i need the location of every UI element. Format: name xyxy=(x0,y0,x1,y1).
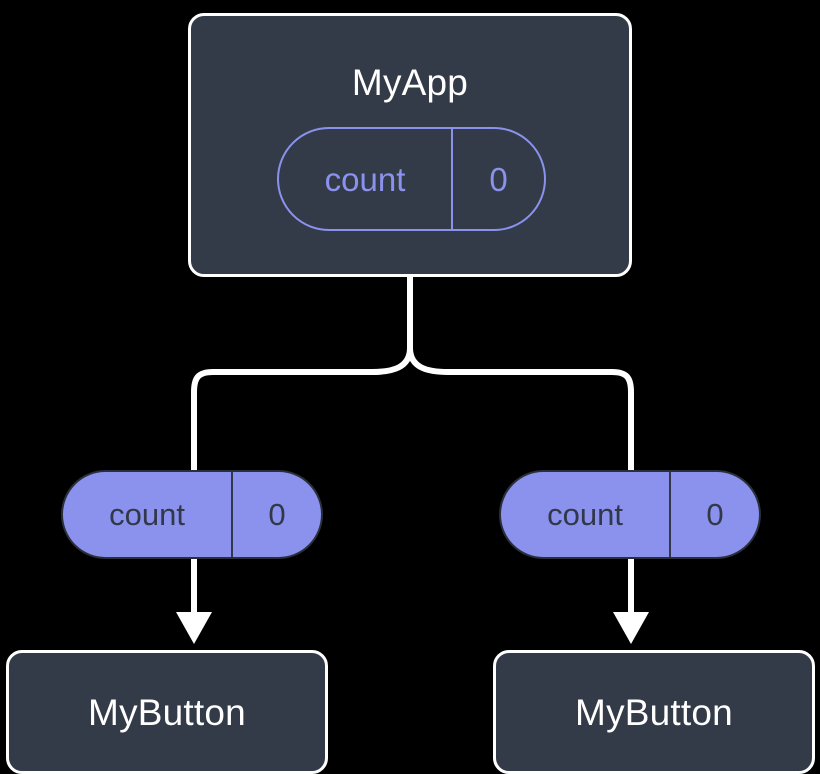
state-pill-value: 0 xyxy=(231,472,321,557)
state-pill-key: count xyxy=(547,497,623,532)
state-pill-key: count xyxy=(324,160,406,198)
component-node-mybutton-left[interactable]: MyButton xyxy=(6,650,328,774)
state-pill-value: 0 xyxy=(451,129,544,229)
state-pill-branch-left[interactable]: count 0 xyxy=(61,470,323,559)
component-label-myapp: MyApp xyxy=(351,62,469,103)
arrow-down-icon-right xyxy=(613,559,649,644)
state-pill-value: 0 xyxy=(669,472,759,557)
branch-arm-right xyxy=(407,345,634,473)
component-label-mybutton: MyButton xyxy=(88,691,246,733)
component-label-mybutton: MyButton xyxy=(575,691,733,733)
arrow-down-icon-left xyxy=(176,559,212,644)
branch-arm-left xyxy=(191,345,413,473)
state-pill-branch-right[interactable]: count 0 xyxy=(499,470,761,559)
state-pill-key: count xyxy=(109,497,185,532)
component-node-mybutton-right[interactable]: MyButton xyxy=(493,650,815,774)
state-pill-root[interactable]: count 0 xyxy=(277,127,546,231)
